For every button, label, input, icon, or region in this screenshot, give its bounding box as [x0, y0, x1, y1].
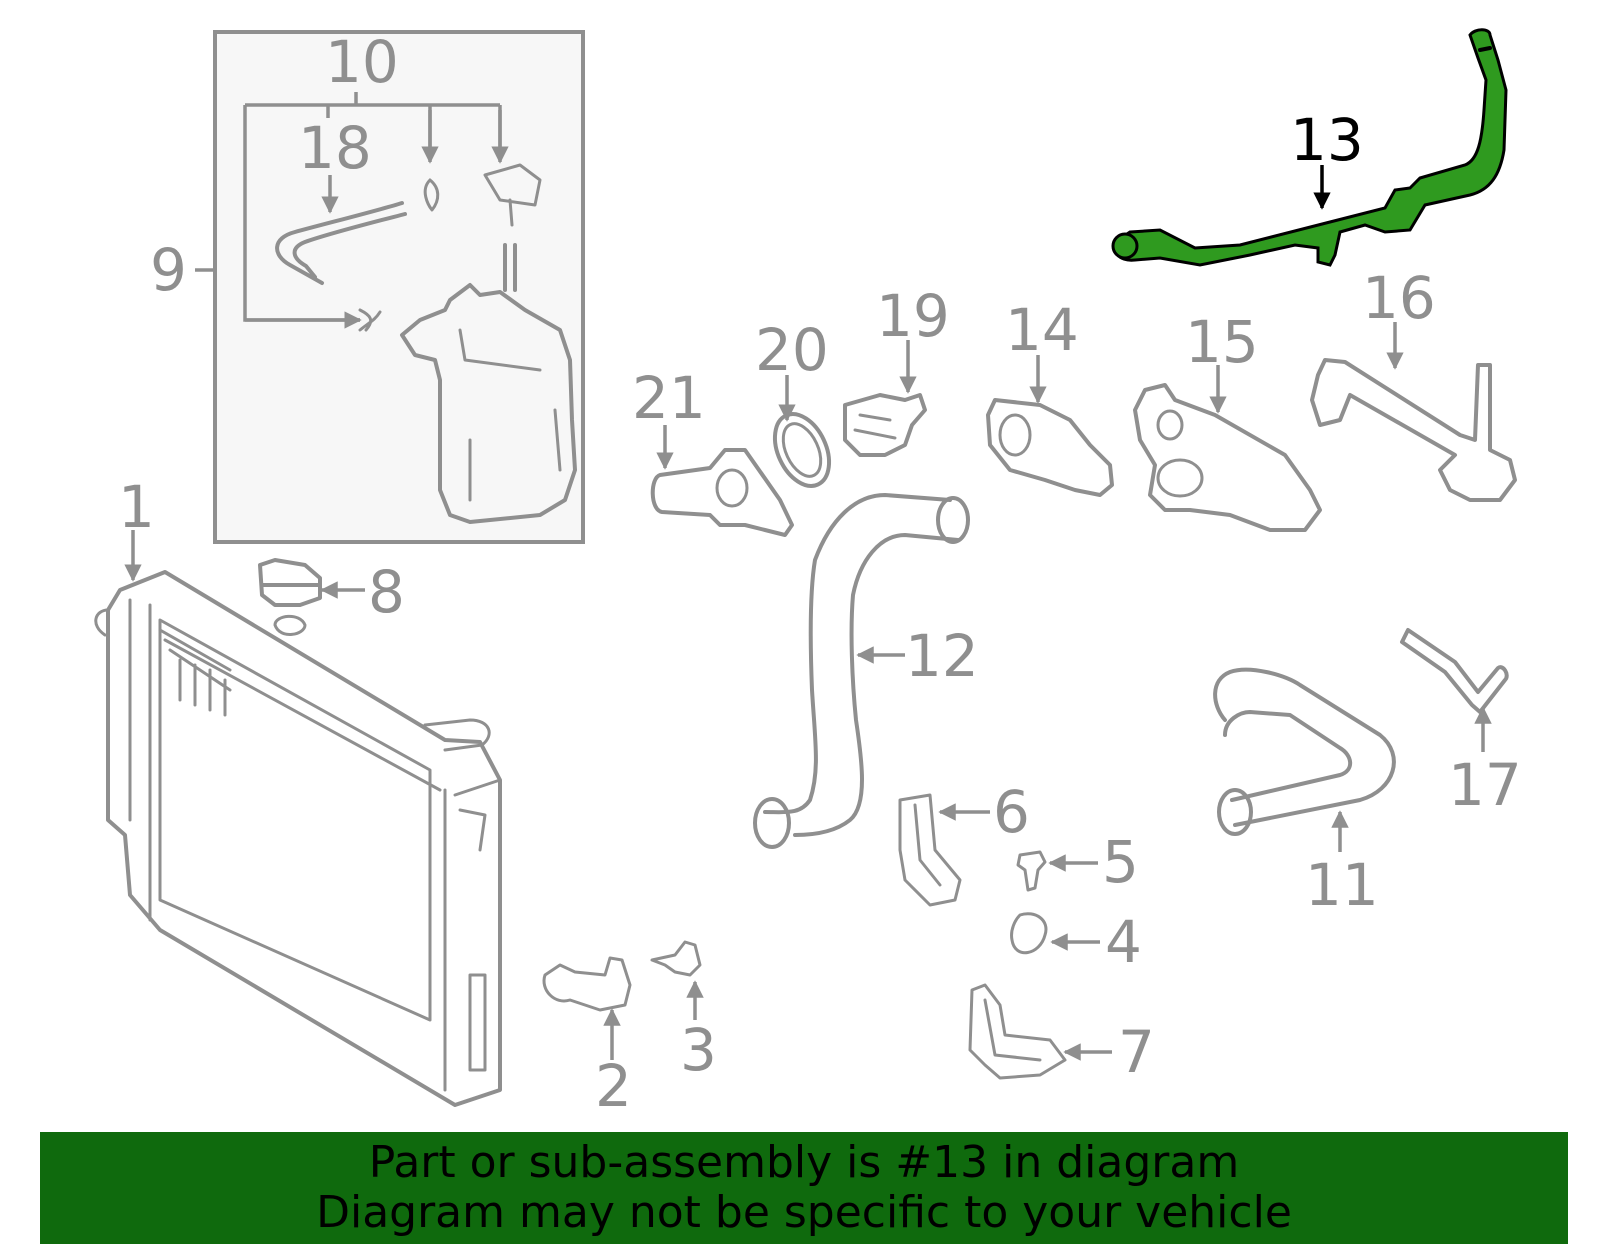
callout-4: 4 — [1105, 908, 1142, 976]
callout-21: 21 — [632, 364, 706, 432]
overflow-hose — [275, 201, 407, 285]
bracket-2 — [542, 956, 632, 1012]
callout-12: 12 — [905, 622, 979, 690]
callout-19: 19 — [876, 282, 950, 350]
thermostat — [843, 393, 927, 457]
banner-line-2: Diagram may not be specific to your vehi… — [316, 1187, 1292, 1238]
callout-18: 18 — [298, 114, 372, 182]
info-banner: Part or sub-assembly is #13 in diagram D… — [40, 1132, 1568, 1244]
callout-10: 10 — [325, 28, 399, 96]
water-inlet-housing — [1133, 383, 1322, 532]
pin-5 — [1016, 850, 1047, 892]
reservoir-bracket — [483, 163, 542, 227]
reservoir-tank — [400, 243, 577, 524]
banner-line-1: Part or sub-assembly is #13 in diagram — [368, 1137, 1240, 1188]
callout-3: 3 — [680, 1016, 717, 1084]
callout-labels: 1 2 3 4 5 6 7 8 9 10 11 12 13 14 15 16 1… — [118, 28, 1522, 1120]
callout-15: 15 — [1185, 308, 1259, 376]
callout-13: 13 — [1290, 106, 1364, 174]
radiator — [94, 570, 502, 1107]
thermostat-housing — [986, 398, 1114, 497]
upper-hose — [1213, 667, 1396, 836]
water-outlet — [650, 448, 794, 537]
water-pipe — [1310, 358, 1517, 502]
bypass-hose — [1400, 628, 1509, 714]
callout-2: 2 — [595, 1052, 632, 1120]
highlighted-part-13 — [1111, 28, 1508, 267]
callout-5: 5 — [1102, 828, 1139, 896]
leader-arrows — [124, 165, 1492, 1061]
callout-11: 11 — [1305, 851, 1379, 919]
bracket-6 — [898, 793, 962, 907]
lower-hose — [753, 493, 970, 849]
callout-20: 20 — [755, 316, 829, 384]
hose-clip — [358, 178, 440, 332]
callout-6: 6 — [993, 778, 1030, 846]
radiator-cap — [258, 558, 322, 607]
callout-17: 17 — [1448, 751, 1522, 819]
callout-14: 14 — [1005, 296, 1079, 364]
callout-1: 1 — [118, 473, 155, 541]
callout-7: 7 — [1118, 1018, 1155, 1086]
callout-8: 8 — [368, 558, 405, 626]
reservoir-kit-box — [195, 30, 585, 544]
bolt-3 — [650, 940, 702, 977]
callout-16: 16 — [1362, 264, 1436, 332]
gasket — [772, 412, 832, 488]
grommet-4 — [1010, 912, 1048, 955]
callout-9: 9 — [150, 236, 187, 304]
bracket-7 — [968, 983, 1067, 1080]
